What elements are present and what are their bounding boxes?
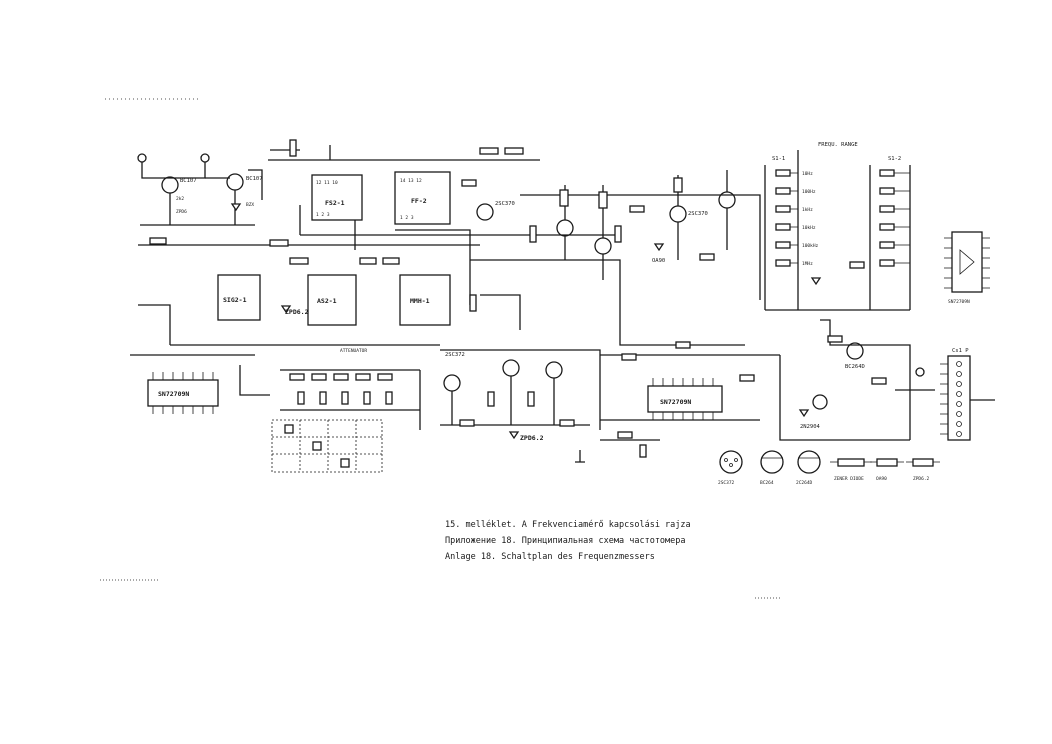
range-label-3: 1kHz — [802, 207, 813, 213]
caption-line-3: Anlage 18. Schaltplan des Frequenzmesser… — [445, 552, 655, 562]
transistor-label-3: 2SC370 — [495, 201, 515, 207]
transistor-label-6: BC264D — [845, 364, 865, 370]
caption-line-1: 15. melléklet. A Frekvenciamérő kapcsolá… — [445, 519, 691, 530]
transistor-label-1: BC107 — [180, 178, 197, 184]
pinout-label-2: BC264 — [760, 480, 774, 486]
switch-matrix — [271, 419, 383, 473]
transistor-t4 — [556, 219, 574, 237]
transistor-label-4: 2SC370 — [688, 211, 708, 217]
transistor-t6 — [669, 205, 687, 223]
diode-label-oa90: OA90 — [652, 258, 665, 264]
switch-title-mid: FREQU. RANGE — [818, 142, 858, 148]
small-switches — [575, 431, 660, 463]
range-row-1: 10Hz — [775, 169, 895, 177]
pinout-label-3: 2C264D — [796, 480, 813, 486]
input-terminal-a — [137, 153, 147, 163]
ic-label-sn72709-right: SN72709N — [660, 398, 691, 406]
ic-pinout-diagram: SN72709N — [944, 231, 990, 305]
input-terminal-b — [200, 153, 210, 163]
svg-text:1 2 3: 1 2 3 — [400, 215, 414, 221]
ic-sn72709-right: SN72709N — [647, 378, 723, 420]
pinout-label-5: OA90 — [876, 476, 887, 482]
ic-fs2: FS2-1 12 11 10 1 2 3 — [311, 174, 363, 221]
connector-block: Cs1 P — [940, 348, 995, 441]
transistor-input-1 — [161, 176, 179, 194]
svg-text:ATTENUATOR: ATTENUATOR — [340, 348, 367, 354]
input-stage: BC107 BC107 2k2 ZPD6 BZX — [137, 153, 263, 226]
pinout-2sc372: 2SC372 — [718, 450, 743, 486]
pinout-legend: 2SC372 BC264 2C264D ZENER DIODE OA90 ZPD… — [718, 450, 940, 486]
transistor-t10 — [545, 361, 563, 379]
range-label-6: 1MHz — [802, 261, 813, 267]
range-row-4: 10kHz — [775, 223, 895, 231]
zener-lower — [508, 431, 520, 440]
pinout-zener: ZENER DIODE — [830, 458, 872, 482]
pinout-bc264: BC264 — [760, 450, 784, 486]
connector-label: Cs1 P — [952, 348, 969, 354]
transistor-t9 — [502, 359, 520, 377]
range-label-4: 10kHz — [802, 225, 816, 231]
range-row-6: 1MHz — [775, 259, 895, 267]
ic-sn72709-left: SN72709N — [147, 372, 219, 414]
svg-text:1 2 3: 1 2 3 — [316, 212, 330, 218]
transistor-t3 — [476, 203, 494, 221]
svg-text:ZPD6: ZPD6 — [176, 209, 187, 215]
svg-text:12 11 10: 12 11 10 — [316, 180, 338, 186]
transistor-input-2 — [226, 173, 244, 191]
pinout-zpd62: ZPD6.2 — [906, 458, 940, 482]
svg-text:2k2: 2k2 — [176, 196, 184, 202]
resistors-upper — [149, 139, 715, 312]
ic-label-sig2: SIG2-1 — [223, 296, 247, 304]
range-row-5: 100kHz — [775, 241, 895, 249]
ic-label-sn72709-left: SN72709N — [158, 390, 189, 398]
ic-mmh: MMH-1 — [399, 274, 451, 326]
ic-label-mmh: MMH-1 — [410, 297, 430, 305]
pinout-2c264d: 2C264D — [796, 450, 821, 486]
range-switch-section: S1-1 FREQU. RANGE S1-2 10Hz 100Hz 1kHz 1… — [764, 142, 911, 311]
middle-transistors: 2SC370 2SC370 OA90 — [476, 170, 736, 280]
diode-oa90 — [653, 243, 665, 252]
switch-title-right: S1-2 — [888, 156, 901, 162]
transistor-label-2: BC107 — [246, 176, 263, 182]
transistor-t5 — [594, 237, 612, 255]
range-row-2: 100Hz — [775, 187, 895, 195]
pinout-label-1: 2SC372 — [718, 480, 735, 486]
scan-marks — [100, 98, 780, 599]
transistor-label-5: 2SC372 — [445, 352, 465, 358]
svg-text:BZX: BZX — [246, 202, 254, 208]
svg-text:14 13 12: 14 13 12 — [400, 178, 422, 184]
zener-upper: ZPD6.2 — [280, 305, 309, 316]
ic-label-fs2: FS2-1 — [325, 199, 345, 207]
range-label-1: 10Hz — [802, 171, 813, 177]
lower-right-components: 2N2904 — [621, 335, 935, 430]
switch-title-left: S1-1 — [772, 156, 785, 162]
ic-as2: AS2-1 — [307, 274, 357, 326]
ic-ff2: FF-2 14 13 12 1 2 3 — [394, 171, 451, 225]
range-label-5: 100kHz — [802, 243, 819, 249]
transistor-t8 — [443, 374, 461, 392]
pinout-label-4: ZENER DIODE — [834, 476, 864, 482]
zener-label-upper: ZPD6.2 — [285, 308, 309, 316]
main-wiring — [130, 145, 911, 441]
zener-diode-input — [230, 203, 242, 212]
transistor-t11 — [846, 342, 864, 360]
zener-label-lower: ZPD6.2 — [520, 434, 544, 442]
caption-line-2: Приложение 18. Принципиальная схема част… — [445, 536, 686, 546]
ic-sig2: SIG2-1 — [217, 274, 261, 321]
range-label-2: 100Hz — [802, 189, 816, 195]
ic-label-as2: AS2-1 — [317, 297, 337, 305]
caption: 15. melléklet. A Frekvenciamérő kapcsolá… — [445, 519, 691, 562]
lower-transistors: 2SC372 BC264D ZPD6.2 — [440, 342, 865, 442]
range-row-3: 1kHz — [775, 205, 895, 213]
pinout-oa90: OA90 — [870, 458, 904, 482]
pinout-label-6: ZPD6.2 — [913, 476, 930, 482]
ic-pinout-label: SN72709N — [948, 299, 970, 305]
ic-label-ff2: FF-2 — [411, 197, 427, 205]
transistor-label-7: 2N2904 — [800, 424, 821, 430]
attenuator-chain: ATTENUATOR — [289, 348, 393, 405]
